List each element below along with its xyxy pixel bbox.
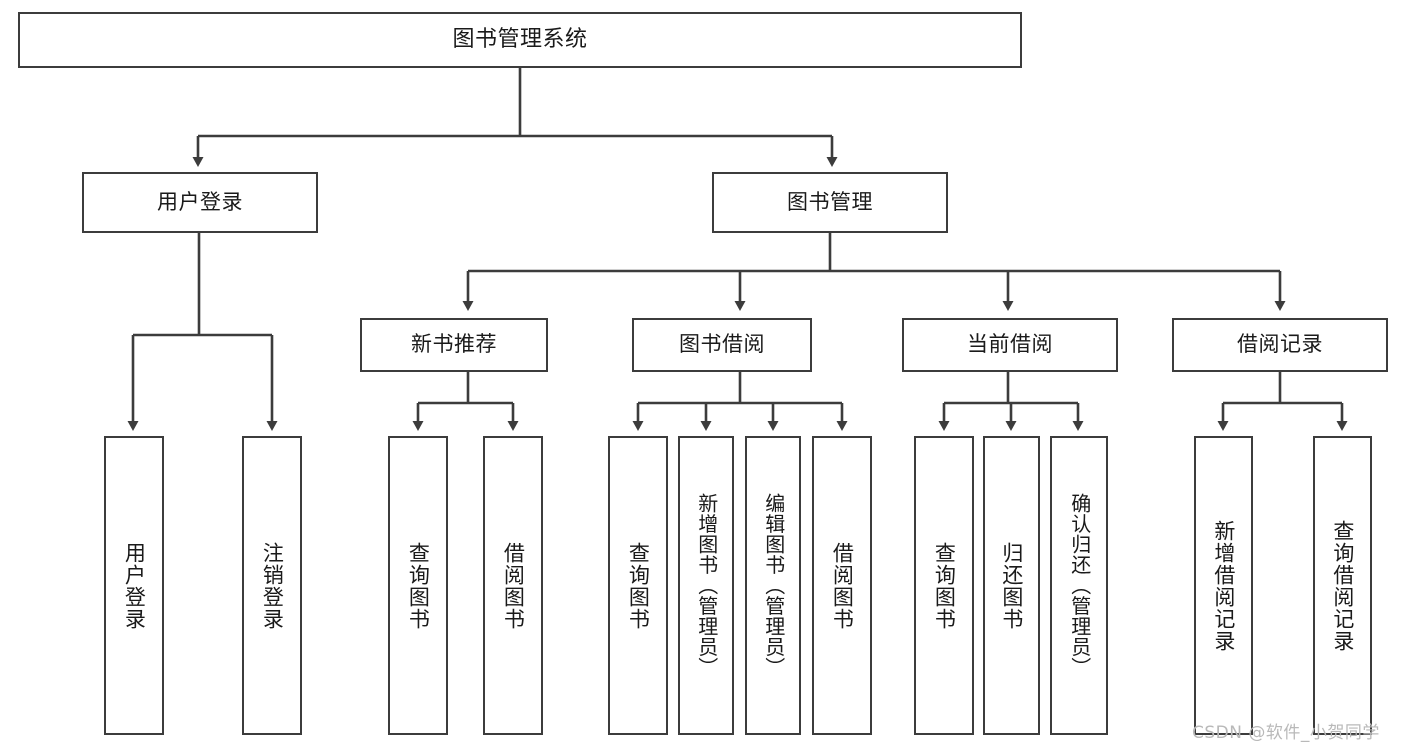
node-label: 归还图书 — [999, 541, 1024, 630]
node-leaf-query-borrow-record[interactable]: 查询借阅记录 — [1313, 436, 1372, 735]
node-book-management[interactable]: 图书管理 — [712, 172, 948, 233]
node-label: 借阅记录 — [1237, 332, 1323, 357]
node-leaf-user-login[interactable]: 用户登录 — [104, 436, 164, 735]
node-borrow-record[interactable]: 借阅记录 — [1172, 318, 1388, 372]
node-label: 用户登录 — [157, 189, 243, 214]
node-label: 查询借阅记录 — [1330, 519, 1355, 652]
node-leaf-borrow-book-borrow[interactable]: 借阅图书 — [812, 436, 872, 735]
node-label: 图书管理系统 — [452, 26, 588, 52]
node-label: 确认归还（管理员） — [1067, 493, 1092, 678]
node-new-book-recommend[interactable]: 新书推荐 — [360, 318, 548, 372]
node-book-borrow[interactable]: 图书借阅 — [632, 318, 812, 372]
node-label: 借阅图书 — [501, 541, 526, 630]
node-leaf-query-book-current[interactable]: 查询图书 — [914, 436, 974, 735]
node-leaf-add-book-admin[interactable]: 新增图书（管理员） — [678, 436, 734, 735]
node-leaf-add-borrow-record[interactable]: 新增借阅记录 — [1194, 436, 1253, 735]
node-label: 编辑图书（管理员） — [761, 493, 786, 678]
node-leaf-return-book[interactable]: 归还图书 — [983, 436, 1040, 735]
node-label: 借阅图书 — [830, 541, 855, 630]
node-label: 当前借阅 — [967, 332, 1053, 357]
node-label: 图书借阅 — [679, 332, 765, 357]
node-leaf-user-logout[interactable]: 注销登录 — [242, 436, 302, 735]
node-leaf-query-book-borrow[interactable]: 查询图书 — [608, 436, 668, 735]
node-leaf-edit-book-admin[interactable]: 编辑图书（管理员） — [745, 436, 801, 735]
node-label: 查询图书 — [626, 541, 651, 630]
node-label: 新书推荐 — [411, 332, 497, 357]
node-label: 注销登录 — [260, 541, 285, 630]
node-leaf-borrow-book-new[interactable]: 借阅图书 — [483, 436, 543, 735]
csdn-watermark: CSDN @软件_小贺同学 — [1192, 723, 1380, 743]
node-user-login[interactable]: 用户登录 — [82, 172, 318, 233]
node-label: 新增借阅记录 — [1211, 519, 1236, 652]
node-root-system[interactable]: 图书管理系统 — [18, 12, 1022, 68]
node-label: 查询图书 — [932, 541, 957, 630]
node-current-borrow[interactable]: 当前借阅 — [902, 318, 1118, 372]
node-label: 查询图书 — [406, 541, 431, 630]
node-label: 图书管理 — [787, 189, 873, 214]
node-leaf-confirm-return-admin[interactable]: 确认归还（管理员） — [1050, 436, 1108, 735]
node-leaf-query-book-new[interactable]: 查询图书 — [388, 436, 448, 735]
node-label: 新增图书（管理员） — [694, 493, 719, 678]
node-label: 用户登录 — [122, 541, 147, 630]
